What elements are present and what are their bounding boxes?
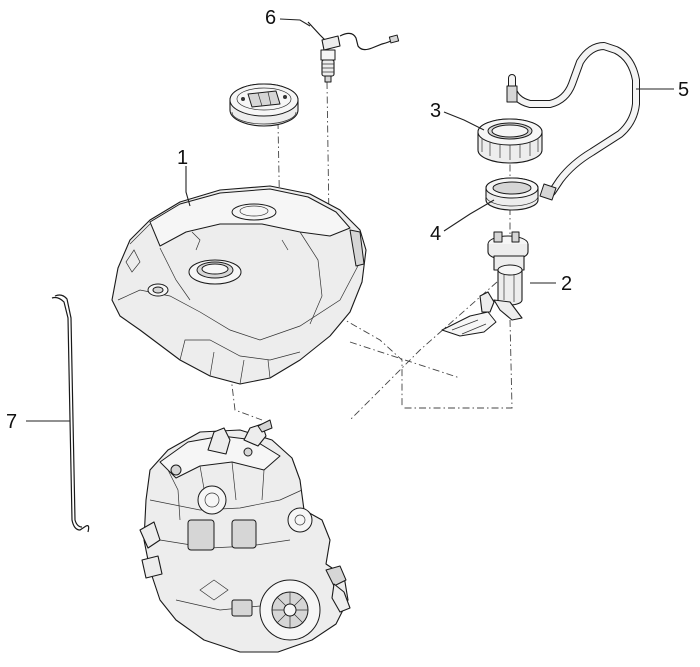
callout-2: 2 — [561, 273, 572, 295]
callout-5: 5 — [678, 79, 689, 101]
callout-1: 1 — [177, 147, 188, 169]
part-2-fuel-pump — [441, 231, 529, 337]
callout-4: 4 — [430, 223, 441, 245]
part-4-gasket — [485, 177, 539, 211]
callout-labels: 1 2 3 4 5 6 7 — [6, 7, 689, 433]
callout-7: 7 — [6, 411, 17, 433]
part-7-rod — [51, 294, 90, 533]
filler-cap — [229, 83, 299, 127]
part-1-fuel-tank — [111, 185, 367, 385]
part-6-sensor — [307, 21, 400, 83]
part-5-fuel-hose — [506, 42, 640, 201]
callout-6: 6 — [265, 7, 276, 29]
assembly-guide-lines — [214, 81, 513, 421]
callout-3: 3 — [430, 100, 441, 122]
engine-block — [139, 419, 351, 653]
part-3-lock-ring — [477, 118, 543, 164]
callout-leaders — [26, 18, 674, 422]
